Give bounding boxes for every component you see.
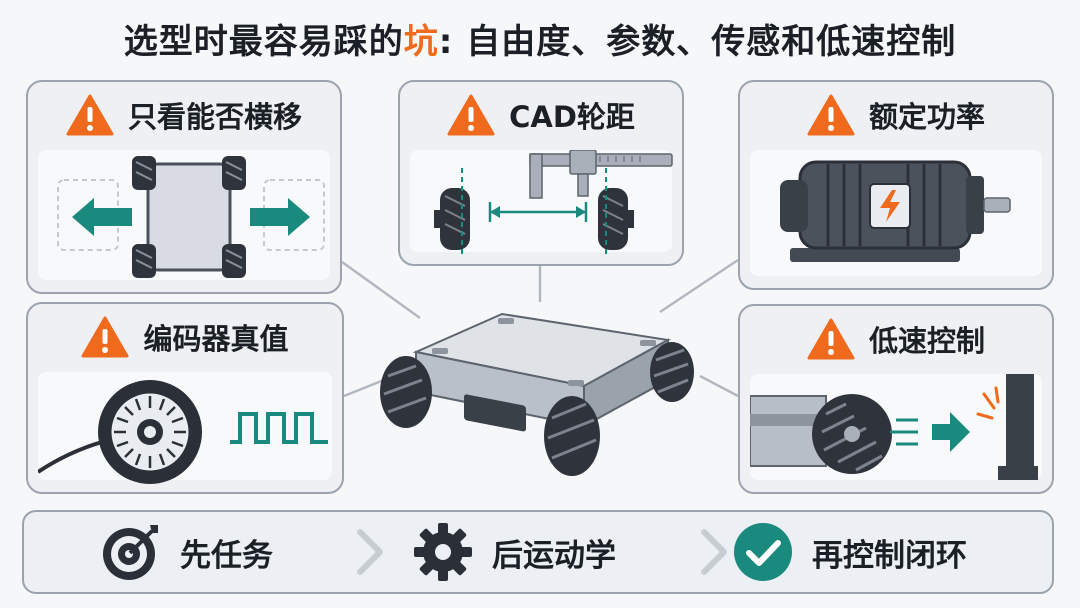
encoder-signal-illustration [36, 380, 328, 484]
motor-illustration [750, 150, 1042, 276]
title-prefix: 选型时最容易踩的 [123, 22, 404, 62]
target-icon [103, 525, 158, 580]
motor-icon [780, 160, 1011, 262]
card-encoder-truth: 编码器真值 [26, 302, 344, 494]
caliper-wheels-illustration [434, 149, 673, 254]
title-suffix: : 自由度、参数、传感和低速控制 [438, 22, 957, 62]
step-label: 先任务 [180, 537, 273, 574]
mecanum-robot-illustration [380, 312, 694, 476]
card-label: CAD轮距 [509, 100, 635, 134]
card-lateral-move: 只看能否横移 [26, 80, 342, 294]
warning-icon [81, 316, 129, 358]
warning-icon [807, 94, 855, 136]
card-label: 只看能否横移 [127, 100, 302, 134]
low-speed-illustration [749, 374, 1042, 480]
process-bar: 先任务 后运动学 再控制闭环 [22, 510, 1054, 594]
warning-icon [807, 318, 855, 360]
card-label: 低速控制 [868, 324, 985, 358]
robot-topview-illustration [57, 156, 325, 278]
card-low-speed-control: 低速控制 [738, 304, 1054, 494]
step-label: 后运动学 [492, 537, 616, 574]
gear-icon [414, 523, 472, 581]
card-rated-power: 额定功率 [738, 80, 1054, 290]
card-label: 额定功率 [868, 100, 985, 134]
lateral-move-illustration [38, 150, 330, 280]
warning-icon [447, 94, 495, 136]
wheel-approach-wall-illustration [749, 374, 1038, 480]
step-label: 再控制闭环 [812, 537, 967, 574]
encoder-illustration [36, 372, 332, 484]
card-label: 编码器真值 [143, 322, 289, 356]
card-cad-wheelbase: CAD轮距 [398, 80, 684, 266]
page-title: 选型时最容易踩的坑: 自由度、参数、传感和低速控制 [0, 14, 1080, 63]
wheelbase-illustration [410, 149, 673, 254]
step-control-loop-last: 再控制闭环 [732, 512, 967, 592]
chevron-right-icon [701, 529, 727, 575]
step-task-first: 先任务 [100, 512, 273, 592]
title-highlight: 坑 [403, 22, 439, 62]
chevron-right-icon [357, 529, 383, 575]
warning-icon [66, 94, 114, 136]
step-kinematics-next: 后运动学 [412, 512, 616, 592]
check-icon [734, 523, 792, 581]
